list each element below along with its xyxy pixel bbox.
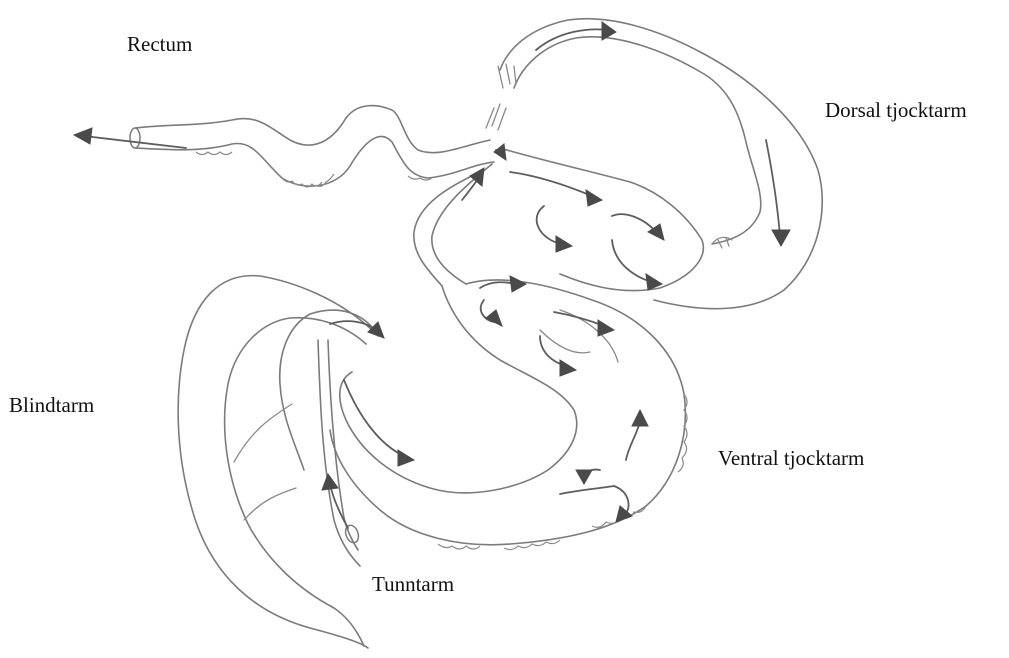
label-ventral-colon: Ventral tjocktarm [718, 446, 864, 471]
label-small-intestine: Tunntarm [372, 572, 454, 597]
small-intestine [318, 340, 361, 566]
label-dorsal-colon: Dorsal tjocktarm [825, 98, 967, 123]
label-rectum: Rectum [127, 32, 192, 57]
cecum-arrows [330, 321, 384, 338]
cecum [178, 276, 378, 648]
dorsal-colon [486, 19, 822, 309]
label-cecum: Blindtarm [9, 393, 94, 418]
rectum-tube [130, 106, 494, 187]
ventral-colon [330, 280, 687, 550]
pelvic-flexure-connector [414, 144, 506, 286]
ventral-colon-arrows [344, 276, 648, 522]
dorsal-colon-arrows [510, 22, 790, 290]
